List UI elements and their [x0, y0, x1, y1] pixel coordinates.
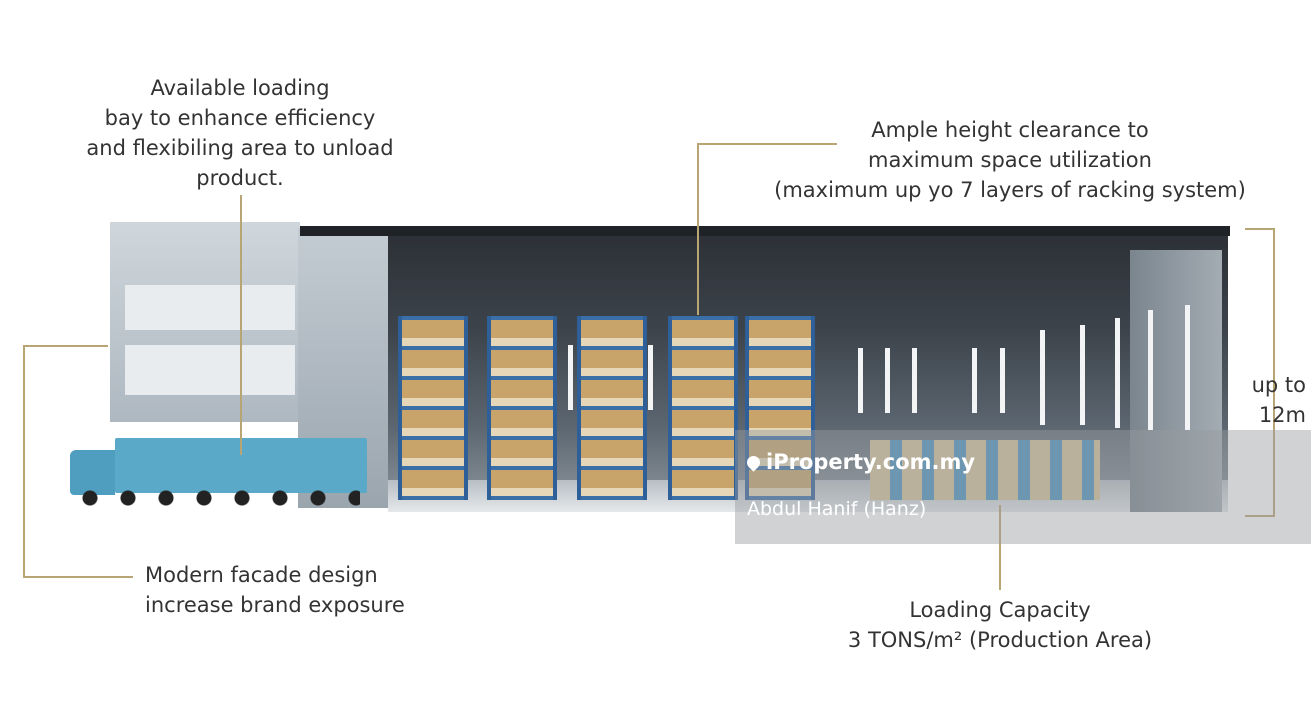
- caption-line: Ample height clearance to: [871, 118, 1149, 142]
- caption-line: Modern facade design: [145, 563, 378, 587]
- rack: [398, 316, 468, 500]
- watermark-overlay: iProperty.com.my Abdul Hanif (Hanz): [735, 430, 1311, 544]
- caption-line: increase brand exposure: [145, 593, 405, 617]
- caption-line: Available loading: [150, 76, 330, 100]
- caption-line: product.: [196, 166, 284, 190]
- caption-line: and flexibiling area to unload: [86, 136, 394, 160]
- caption-line: 12m: [1258, 403, 1306, 427]
- rack: [577, 316, 647, 500]
- stock-pallets: [870, 440, 1100, 500]
- truck-cab: [70, 450, 115, 495]
- height-bracket-top: [1245, 228, 1275, 230]
- facade-line-bottom: [23, 576, 133, 578]
- height-bracket-bottom: [1245, 515, 1275, 517]
- facade-caption: Modern facade design increase brand expo…: [145, 560, 405, 620]
- caption-line: (maximum up yo 7 layers of racking syste…: [774, 178, 1246, 202]
- capacity-caption: Loading Capacity 3 TONS/m² (Production A…: [800, 595, 1200, 655]
- rack: [668, 316, 738, 500]
- watermark-brand: iProperty.com.my: [744, 450, 976, 474]
- right-wall: [1130, 250, 1222, 512]
- rack: [745, 316, 815, 500]
- caption-line: 3 TONS/m² (Production Area): [847, 628, 1153, 652]
- office-floor-1: [125, 285, 295, 330]
- location-pin-icon: [744, 452, 763, 472]
- height-value-caption: up to 12m: [1232, 370, 1311, 430]
- caption-line: Loading Capacity: [909, 598, 1091, 622]
- caption-line: bay to enhance efficiency: [104, 106, 376, 130]
- loading-bay-line: [240, 195, 242, 455]
- height-bracket: [1273, 228, 1275, 516]
- rack: [487, 316, 557, 500]
- truck-wheels: [80, 490, 360, 506]
- office-floor-2: [125, 345, 295, 395]
- caption-line: up to: [1251, 373, 1306, 397]
- height-line-h: [697, 143, 837, 145]
- agent-name: Abdul Hanif (Hanz): [747, 498, 927, 520]
- loading-bay-caption: Available loading bay to enhance efficie…: [40, 73, 440, 193]
- warehouse-roof: [300, 226, 1230, 236]
- facade-line-v: [23, 345, 25, 577]
- height-caption: Ample height clearance to maximum space …: [740, 115, 1280, 205]
- facade-line-top: [23, 345, 108, 347]
- brand-text: iProperty.com.my: [766, 450, 976, 474]
- height-line-v: [697, 143, 699, 315]
- caption-line: maximum space utilization: [868, 148, 1152, 172]
- capacity-line: [999, 505, 1001, 590]
